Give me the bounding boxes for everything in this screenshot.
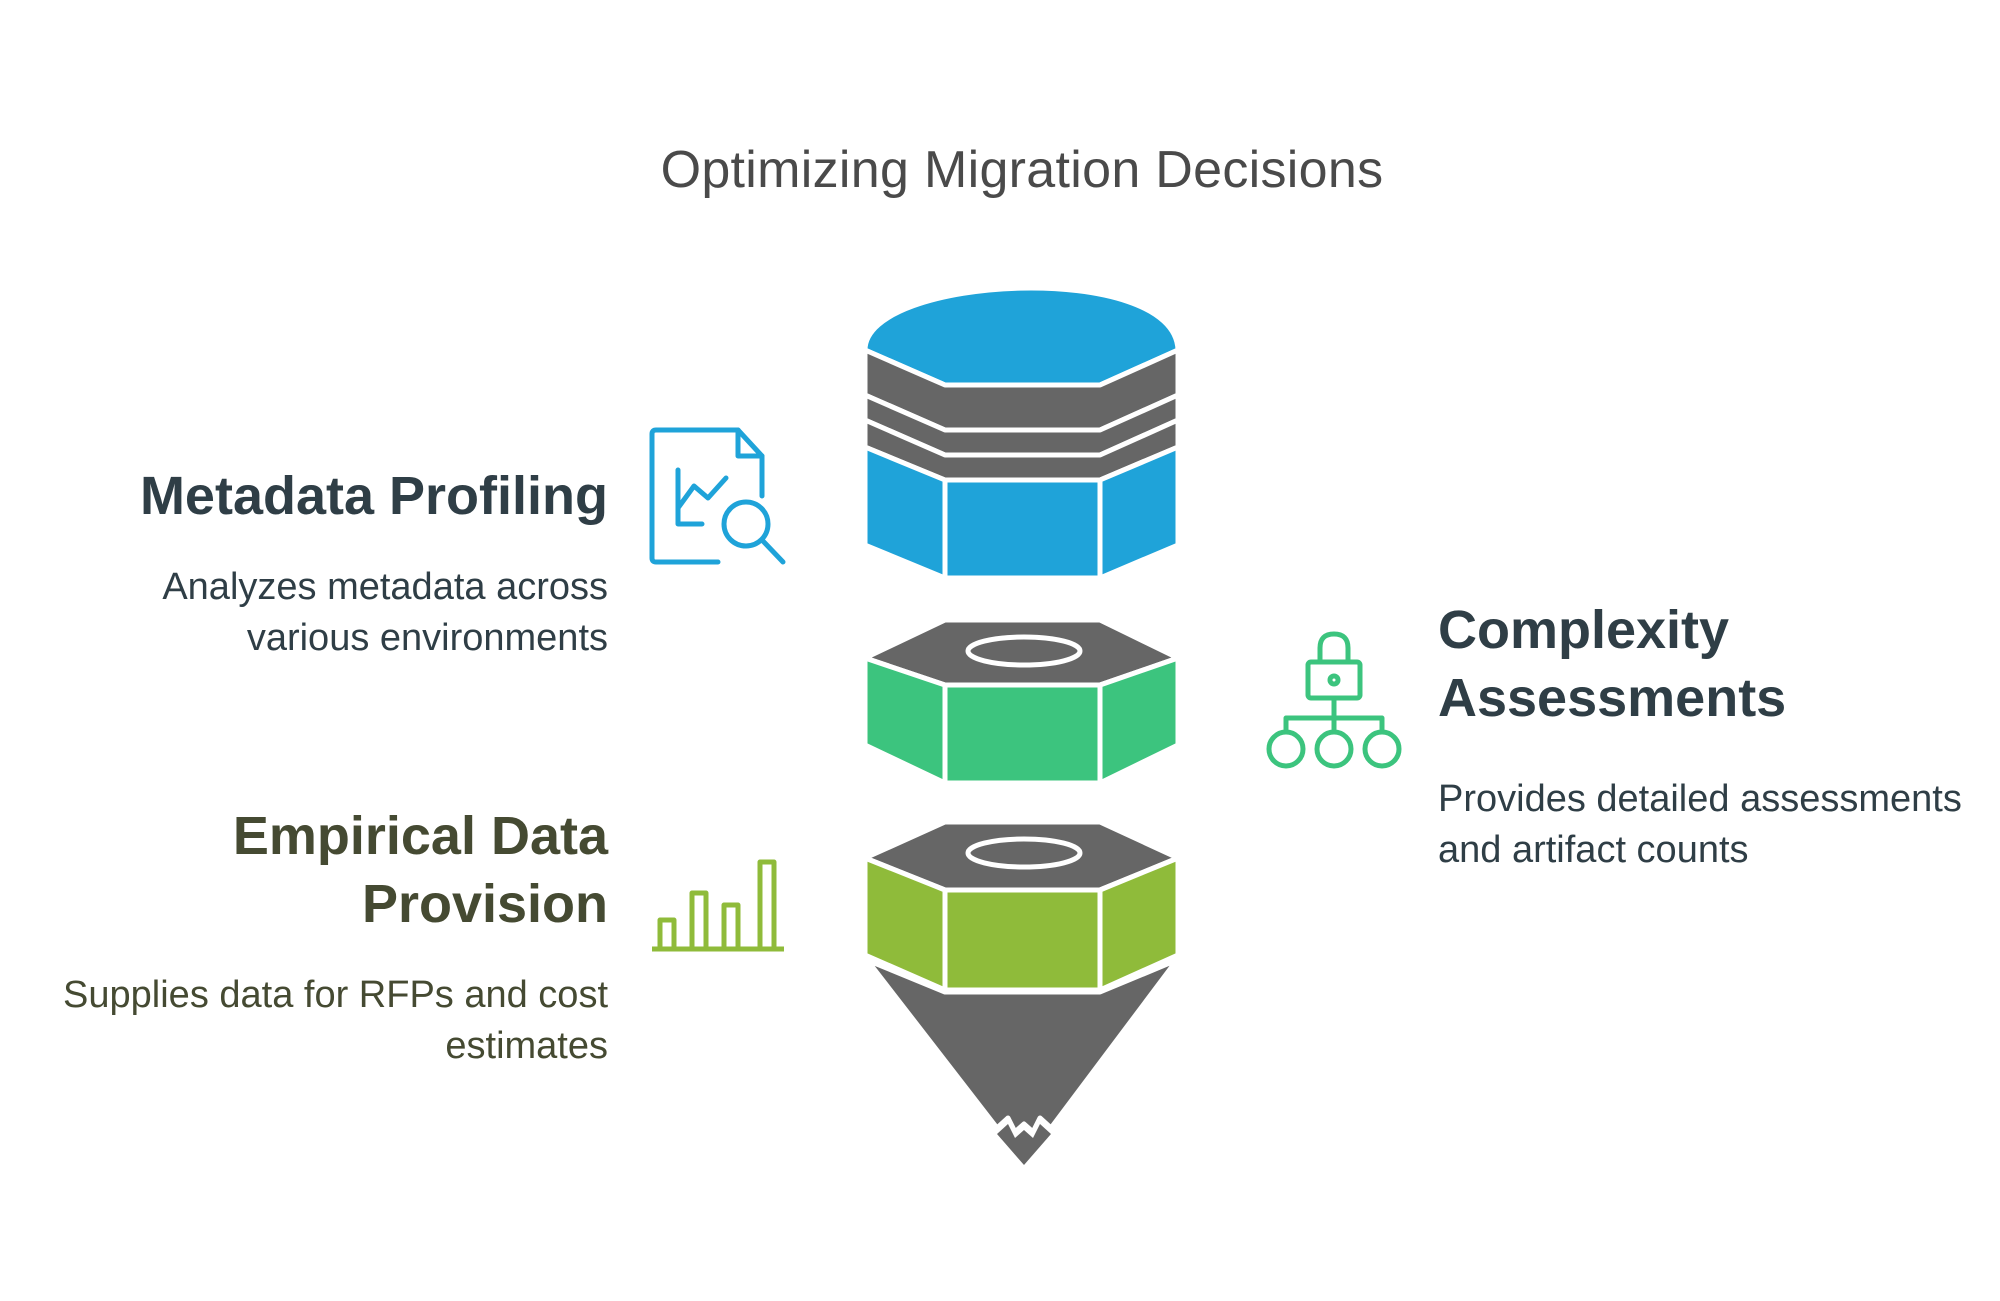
funnel-segment-middle — [862, 617, 1181, 786]
complexity-assessments-heading: Complexity Assessments — [1438, 600, 1787, 728]
funnel-tip — [864, 957, 1180, 1135]
metadata-profiling-description: Analyzes metadata across various environ… — [162, 566, 608, 659]
empirical-data-provision-description: Supplies data for RFPs and cost estimate… — [63, 974, 608, 1067]
complexity-assessments-description: Provides detailed assessments and artifa… — [1438, 778, 1962, 871]
funnel-segment-bottom — [862, 819, 1181, 993]
diagram-title: Optimizing Migration Decisions — [660, 141, 1384, 199]
chart-document-search-icon — [649, 427, 786, 565]
metadata-profiling-heading: Metadata Profiling — [139, 466, 608, 526]
bar-chart-icon — [652, 859, 784, 952]
funnel-point — [997, 1124, 1051, 1165]
lock-hierarchy-icon — [1266, 631, 1402, 769]
empirical-data-provision-heading: Empirical Data Provision — [232, 806, 608, 934]
funnel-segment-top — [862, 285, 1181, 581]
